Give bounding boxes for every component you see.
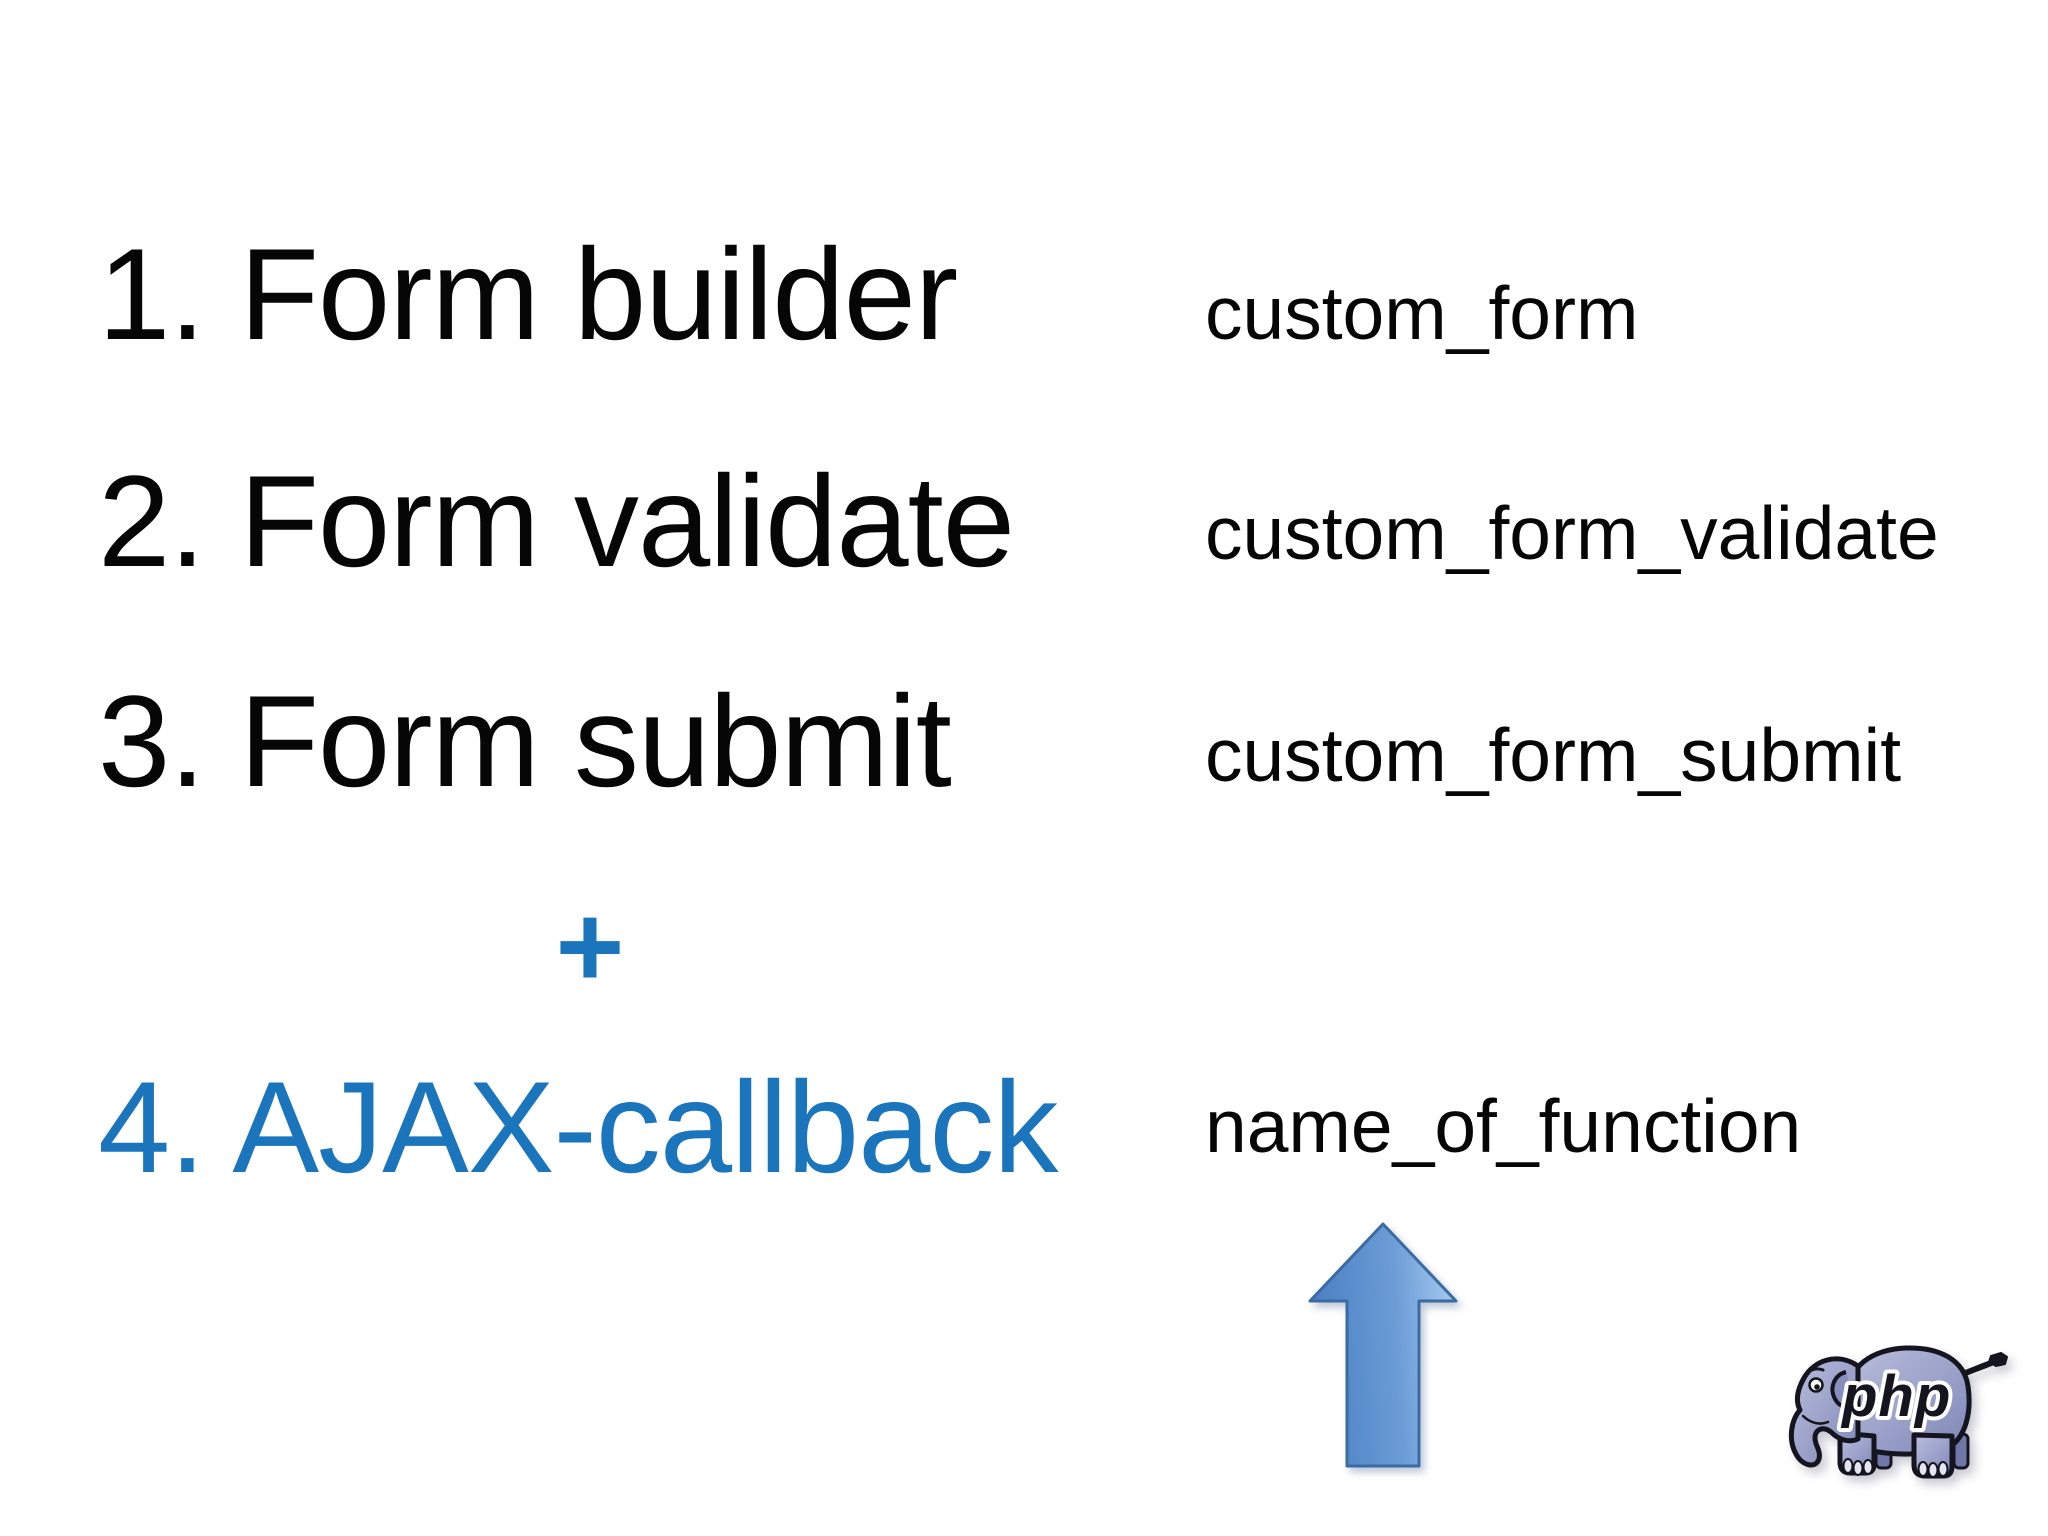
hook-name-custom-form: custom_form [1205,271,1639,355]
elephant-toenails [1842,1458,1949,1478]
list-item-form-submit: 3. Form submit [98,668,952,814]
hook-name-name-of-function: name_of_function [1205,1084,1802,1168]
elephant-pupil [1814,1384,1820,1390]
elephant-mouth [1801,1414,1830,1425]
plus-sign: + [555,881,625,1013]
php-logo-text: php [1840,1364,1951,1429]
hook-name-custom-form-validate: custom_form_validate [1205,491,1939,575]
list-item-form-builder: 1. Form builder [98,221,958,367]
elephant-eyebrow [1806,1367,1825,1374]
elephant-tail-tuft [1988,1352,2008,1367]
php-elephant-logo: php [1788,1345,2008,1479]
list-item-form-validate: 2. Form validate [98,448,1015,594]
up-arrow-icon [1308,1222,1458,1468]
up-arrow-shape [1308,1222,1458,1468]
list-item-ajax-callback: 4. AJAX-callback [98,1054,1058,1200]
hook-name-custom-form-submit: custom_form_submit [1205,713,1902,797]
elephant-ear [1830,1370,1857,1410]
